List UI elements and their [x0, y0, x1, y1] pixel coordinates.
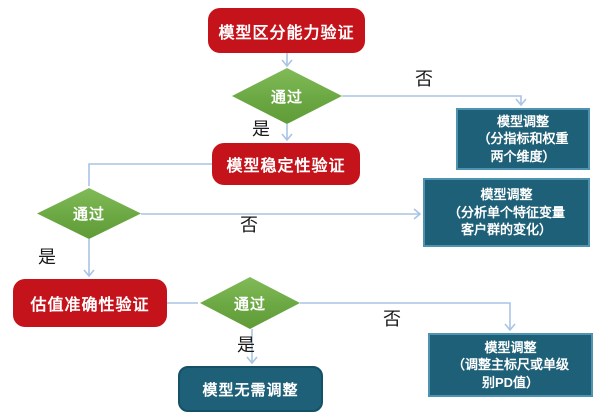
connector-decision1-no-to-adjust1	[342, 95, 527, 107]
node-label: 通过	[233, 295, 266, 313]
edge-label-yes-2: 是	[38, 247, 56, 267]
node-label: 估值准确性验证	[30, 297, 150, 314]
node-label-line: 模型调整	[480, 187, 533, 203]
node-valuation-accuracy-validation: 估值准确性验证	[13, 279, 167, 327]
connector-step1-to-decision1	[281, 53, 293, 68]
node-label-line: （分析单个特征变量	[447, 204, 565, 220]
node-label-line: 模型调整	[484, 339, 537, 355]
connector-step2-to-decision2	[88, 163, 212, 186]
connector-decision2-yes-to-step3	[83, 239, 95, 278]
node-label-line: 模型调整	[496, 113, 549, 129]
node-label-line: 别PD值）	[481, 374, 540, 390]
node-model-adjust-weights: 模型调整 （分指标和权重 两个维度）	[456, 108, 590, 170]
edge-label-no-2: 否	[240, 215, 258, 235]
edge-label-no-3: 否	[383, 309, 401, 329]
node-model-no-adjustment-needed: 模型无需调整	[178, 366, 323, 412]
connector-decision3-yes-to-end	[246, 329, 258, 365]
connector-decision3-no-to-adjust3	[300, 302, 516, 332]
node-model-adjust-scale-pd: 模型调整 （调整主标尺或单级 别PD值）	[428, 333, 593, 397]
edge-label-no-1: 否	[415, 69, 433, 89]
connector-decision1-yes-to-step2	[281, 124, 293, 142]
node-label-line: 客户群的变化）	[460, 222, 552, 238]
edge-label-yes-1: 是	[252, 119, 270, 139]
node-label-line: （调整主标尺或单级	[451, 357, 569, 373]
node-model-adjust-variables: 模型调整 （分析单个特征变量 客户群的变化）	[423, 178, 590, 247]
edge-label-yes-3: 是	[237, 335, 255, 355]
node-label-line: （分指标和权重	[477, 131, 569, 147]
node-label: 通过	[72, 206, 105, 223]
node-label: 模型区分能力验证	[218, 24, 355, 42]
node-label: 通过	[270, 88, 303, 106]
node-model-stability-validation: 模型稳定性验证	[212, 143, 360, 185]
node-label: 模型无需调整	[202, 381, 299, 399]
node-model-discrimination-validation: 模型区分能力验证	[208, 8, 365, 53]
connector-decision2-no-to-adjust2	[141, 208, 422, 220]
node-label-line: 两个维度）	[490, 148, 556, 164]
node-label: 模型稳定性验证	[226, 158, 346, 175]
